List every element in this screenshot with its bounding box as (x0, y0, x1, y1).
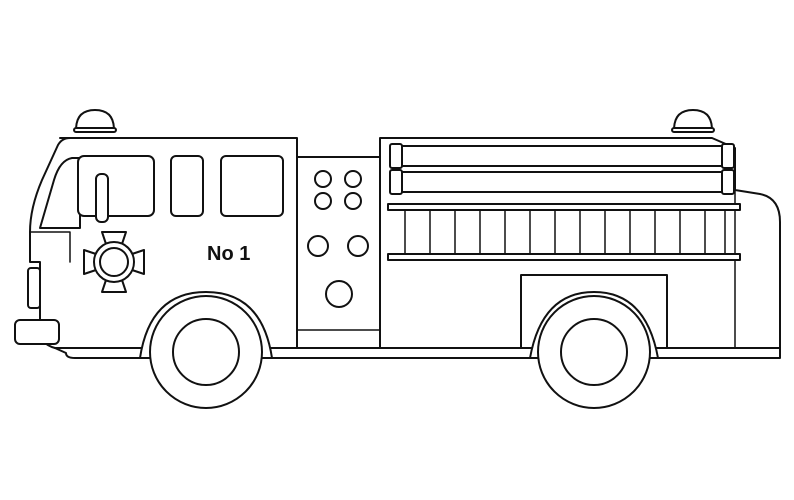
front-beacon (73, 109, 117, 133)
rear-beacon (671, 109, 715, 133)
rear-wheel (537, 295, 651, 409)
front-bumper (14, 319, 60, 345)
cab-window-middle (170, 155, 204, 217)
door-number-label: No 1 (207, 243, 250, 265)
pump-panel (296, 156, 381, 349)
windshield (39, 157, 81, 229)
door-window (77, 155, 155, 217)
cab-window-rear (220, 155, 284, 217)
grille (27, 267, 41, 309)
front-wheel (149, 295, 263, 409)
mirror (95, 173, 109, 223)
upper-hose-rail (397, 145, 729, 167)
ladder (387, 203, 741, 261)
maltese-cross-emblem-icon (83, 231, 145, 293)
lower-hose-rail (397, 171, 729, 193)
